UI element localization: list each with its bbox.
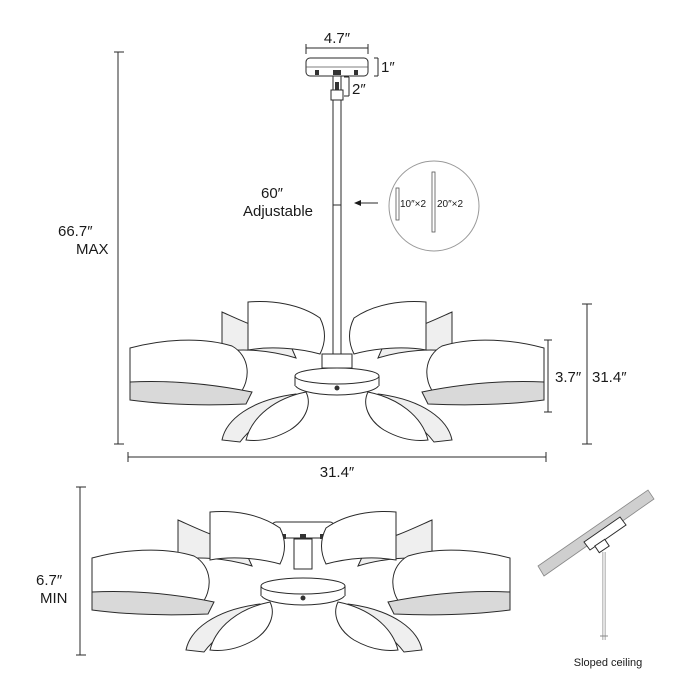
lower-petals-front: [185, 601, 423, 653]
sloped-ceiling-illustration: Sloped ceiling: [537, 489, 655, 669]
upper-petals-side: [129, 339, 545, 406]
upper-hub: [294, 353, 380, 396]
canopy-height-label: 1″: [381, 59, 395, 76]
min-label: MIN: [40, 590, 68, 607]
max-label: MAX: [76, 241, 109, 258]
canopy-height-dimension: 1″: [374, 57, 395, 77]
lower-canopy: [271, 521, 335, 570]
shade-height-label: 3.7″: [555, 369, 582, 386]
lower-petals-side: [91, 549, 511, 616]
width-dimension: 31.4″: [127, 452, 547, 481]
canopy: [305, 57, 369, 91]
canopy-width-dimension: 4.7″: [305, 30, 369, 54]
rod-a-label: 10″×2: [400, 199, 427, 210]
shade-height-dimension: 3.7″: [544, 339, 582, 413]
max-height-dimension: 66.7″ MAX: [58, 51, 124, 445]
lower-hub: [260, 577, 346, 606]
connector-height-dimension: 2″: [344, 76, 366, 98]
max-height-label: 66.7″: [58, 223, 93, 240]
rod-length-label: 60″: [261, 185, 284, 202]
body-height-label: 31.4″: [592, 369, 627, 386]
min-height-dimension: 6.7″ MIN: [36, 486, 86, 656]
upper-fixture-max: 4.7″ 1″ 2″ 60″ Adjustable: [58, 30, 627, 481]
width-label: 31.4″: [320, 464, 355, 481]
upper-petals-front: [221, 391, 453, 443]
sloped-ceiling-caption: Sloped ceiling: [574, 657, 643, 669]
upper-petals-back: [221, 301, 453, 359]
body-height-dimension: 31.4″: [582, 303, 627, 445]
canopy-width-label: 4.7″: [324, 30, 351, 47]
connector-height-label: 2″: [352, 81, 366, 98]
rod-adjustable-label: Adjustable: [243, 203, 313, 220]
down-rod: [330, 89, 344, 359]
rod-b-label: 20″×2: [437, 199, 464, 210]
rod-detail-callout: 10″×2 20″×2: [388, 160, 480, 252]
lower-fixture-min: 6.7″ MIN: [36, 486, 511, 656]
min-height-label: 6.7″: [36, 572, 63, 589]
